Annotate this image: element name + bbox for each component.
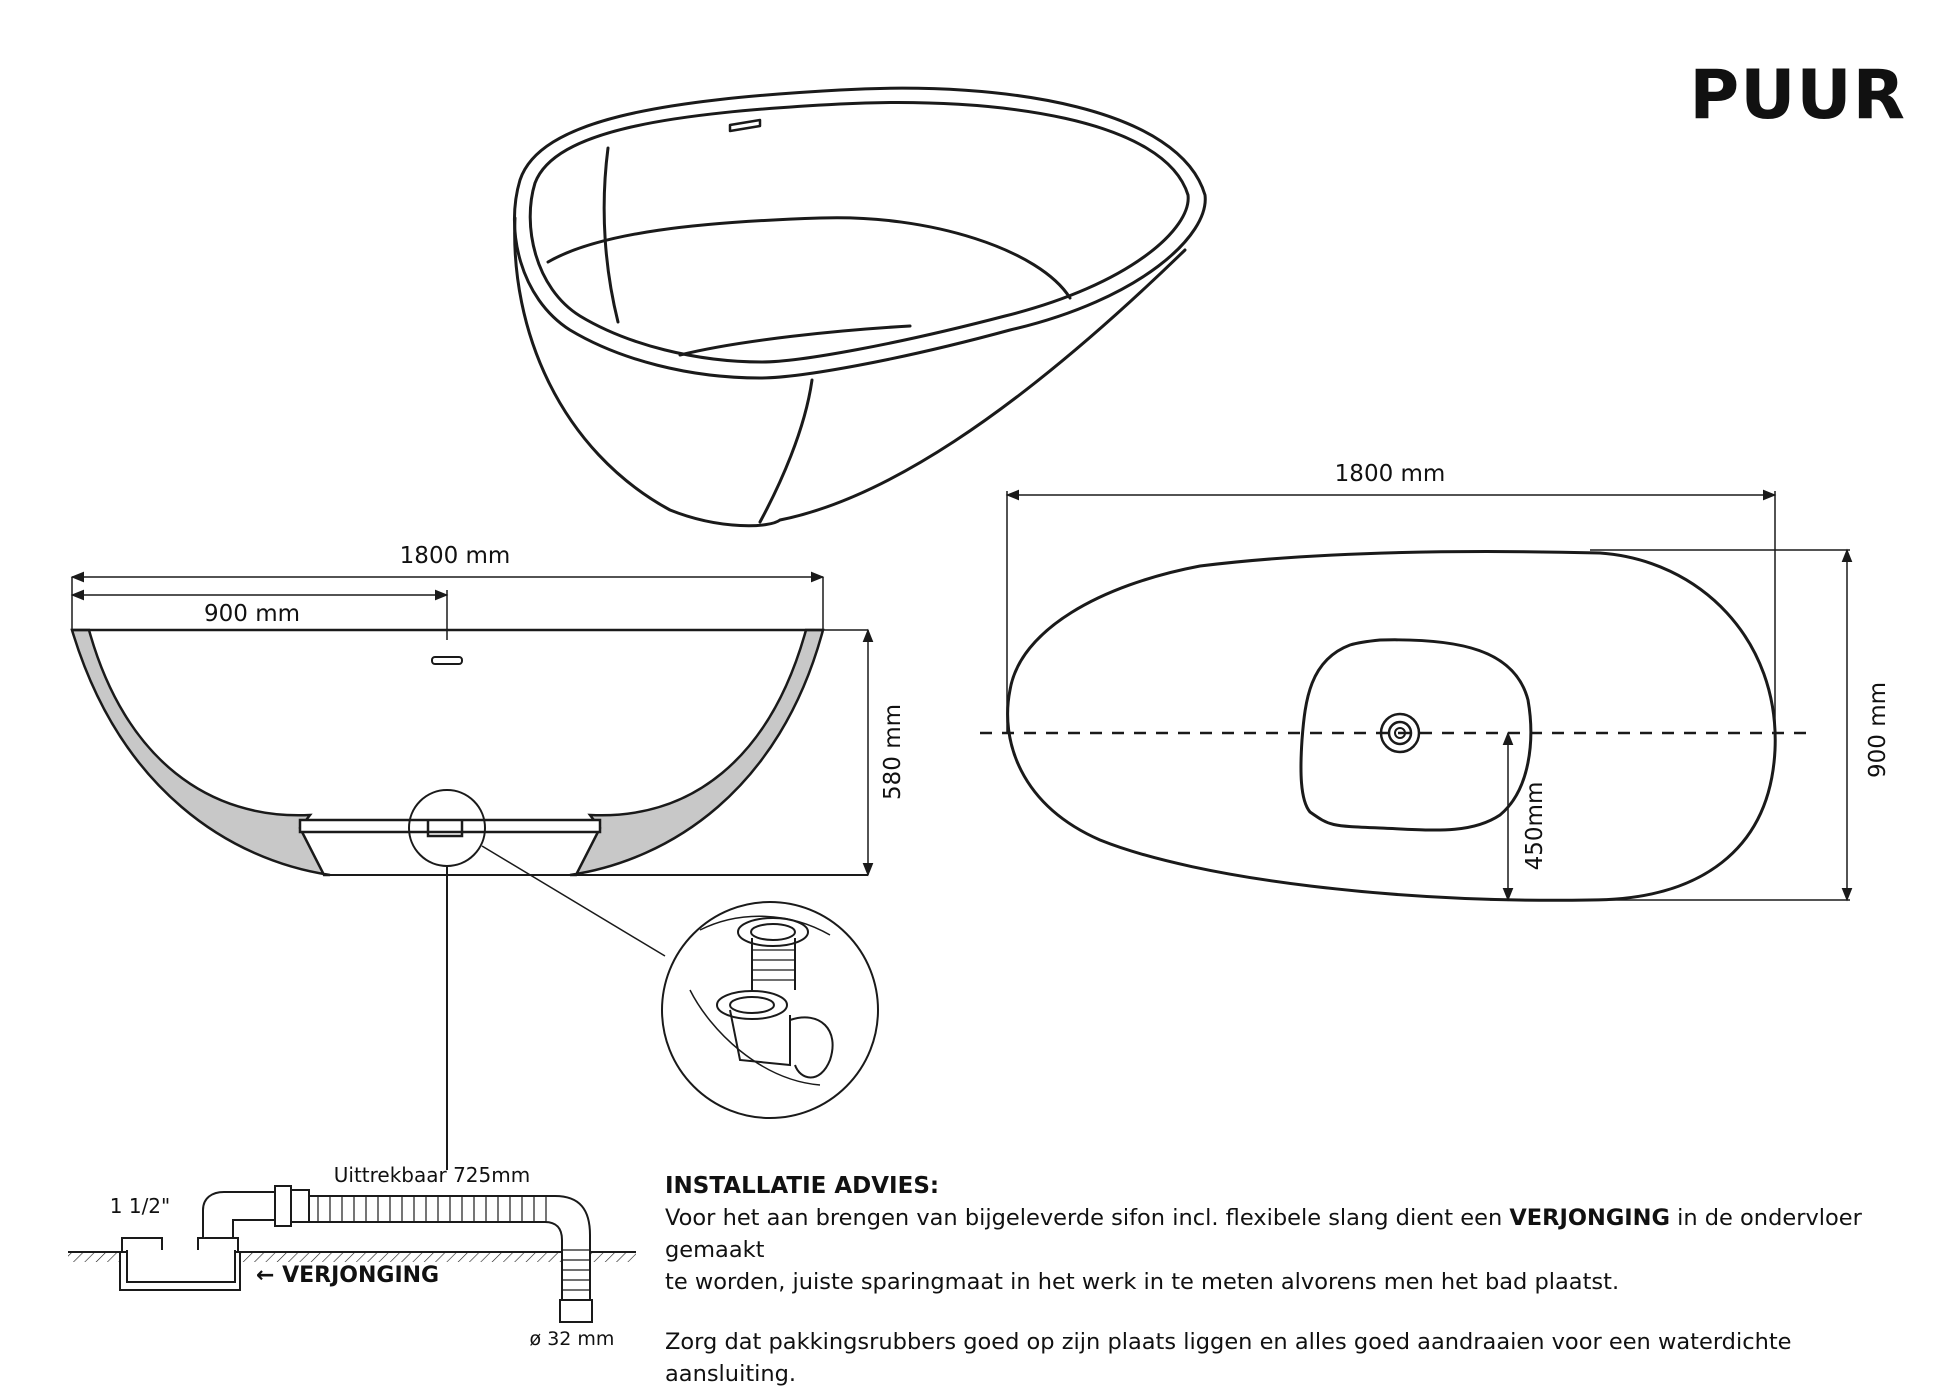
- side-height-label: 580 mm: [880, 704, 906, 800]
- top-outer-outline: [1006, 549, 1777, 902]
- top-inner-basin: [1299, 638, 1533, 832]
- siphon-diameter-label: ø 32 mm: [530, 1328, 615, 1350]
- siphon-reducer-label: ← VERJONGING: [256, 1263, 439, 1288]
- perspective-rim-inner: [528, 101, 1190, 364]
- installation-paragraph-1-line-2: te worden, juiste sparingmaat in het wer…: [665, 1269, 1620, 1295]
- installation-paragraph-1: Voor het aan brengen van bijgeleverde si…: [665, 1205, 1862, 1263]
- drain-zoom-detail: [661, 901, 879, 1119]
- top-view-dimensions: [980, 489, 1853, 902]
- top-drain-label: 450mm: [1522, 782, 1548, 871]
- perspective-outer-shell: [513, 216, 1187, 528]
- top-length-label: 1800 mm: [1335, 461, 1446, 487]
- perspective-floor-curve: [678, 324, 912, 357]
- perspective-basin-seam: [602, 146, 620, 324]
- installation-paragraph-2: Zorg dat pakkingsrubbers goed op zijn pl…: [665, 1329, 1792, 1387]
- siphon-extendable-label: Uittrekbaar 725mm: [334, 1163, 530, 1187]
- siphon-diagram: [68, 1185, 636, 1323]
- side-length-label: 1800 mm: [400, 543, 511, 569]
- top-drain-inner: [1387, 720, 1413, 746]
- side-shell-section: [70, 628, 331, 877]
- brand-title: PUUR: [1689, 56, 1906, 135]
- side-shell-section-right: [569, 628, 825, 877]
- perspective-front-seam: [758, 378, 814, 524]
- perspective-basin-floor: [546, 216, 1072, 300]
- side-overflow: [431, 656, 463, 665]
- perspective-rim-outer: [513, 86, 1207, 380]
- installation-title: INSTALLATIE ADVIES:: [665, 1173, 940, 1199]
- side-drain-fitting: [426, 820, 464, 838]
- installation-bold-term: VERJONGING: [1509, 1205, 1670, 1231]
- installation-advice: INSTALLATIE ADVIES: Voor het aan brengen…: [665, 1170, 1915, 1390]
- top-width-label: 900 mm: [1865, 682, 1891, 778]
- perspective-overflow-slot: [728, 118, 762, 133]
- top-view: [1006, 549, 1777, 902]
- side-basin-bottom: [298, 818, 602, 834]
- side-half-label: 900 mm: [204, 601, 300, 627]
- perspective-view: [513, 86, 1207, 528]
- siphon-thread-label: 1 1/2": [110, 1194, 170, 1218]
- side-section-view: [70, 571, 874, 1170]
